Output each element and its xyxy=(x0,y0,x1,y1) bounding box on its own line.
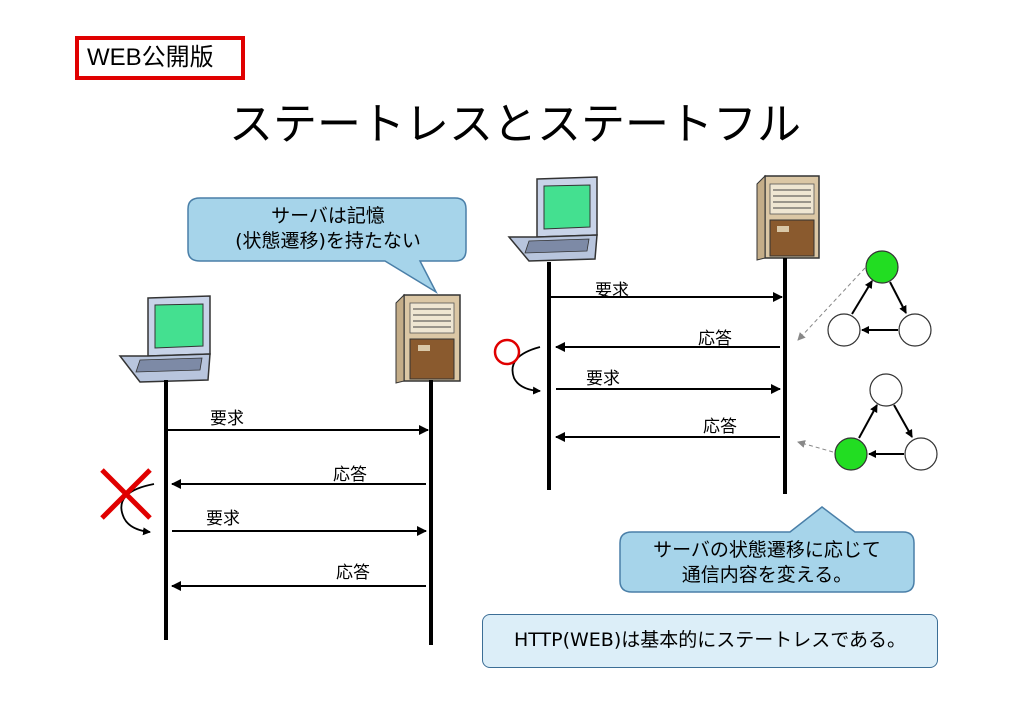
stateful-bubble-text: サーバの状態遷移に応じて 通信内容を変える。 xyxy=(626,538,908,588)
stateless-response1-label: 応答 xyxy=(333,460,367,485)
laptop-icon xyxy=(509,177,597,261)
stateless-bubble-line2: (状態遷移)を持たない xyxy=(198,229,458,254)
stateless-response2-label: 応答 xyxy=(336,558,370,583)
loop-arrow xyxy=(512,347,540,391)
circle-mark-icon xyxy=(495,340,519,364)
stateless-request1-label: 要求 xyxy=(210,404,244,429)
stateful-request1-label: 要求 xyxy=(595,276,629,301)
stateless-request2-label: 要求 xyxy=(206,504,240,529)
state-link-arrow xyxy=(798,442,833,452)
stateful-bubble-line2: 通信内容を変える。 xyxy=(626,563,908,588)
stateful-response2-label: 応答 xyxy=(703,412,737,437)
cross-mark-icon xyxy=(102,470,150,518)
state-diagram-icon xyxy=(828,251,931,346)
stateless-bubble-text: サーバは記憶 (状態遷移)を持たない xyxy=(198,204,458,254)
stateful-bubble-line1: サーバの状態遷移に応じて xyxy=(626,538,908,563)
stateless-bubble-line1: サーバは記憶 xyxy=(198,204,458,229)
laptop-icon xyxy=(120,296,210,382)
stateful-response1-label: 応答 xyxy=(698,324,732,349)
server-icon xyxy=(757,176,819,260)
stateful-request2-label: 要求 xyxy=(586,364,620,389)
state-diagram-icon xyxy=(835,374,937,470)
server-icon xyxy=(396,295,460,383)
http-stateless-note: HTTP(WEB)は基本的にステートレスである。 xyxy=(482,614,938,668)
